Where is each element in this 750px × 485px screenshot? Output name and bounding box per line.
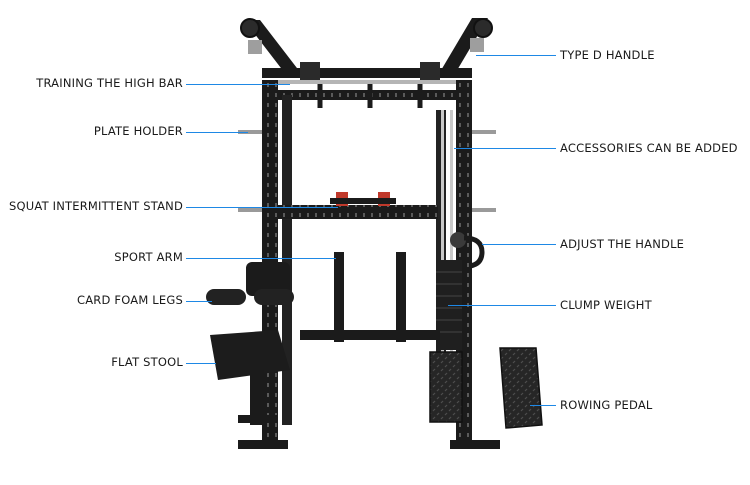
leader-line-card-foam-legs xyxy=(186,301,212,302)
label-rowing-pedal: ROWING PEDAL xyxy=(560,398,653,412)
foam-legs xyxy=(206,262,294,305)
label-flat-stool: FLAT STOOL xyxy=(111,355,183,369)
label-adjust-the-handle: ADJUST THE HANDLE xyxy=(560,237,685,251)
leader-line-flat-stool xyxy=(186,363,216,364)
flat-stool xyxy=(210,330,290,425)
leader-line-plate-holder xyxy=(186,132,248,133)
leader-line-rowing-pedal xyxy=(530,405,556,406)
squat-stand xyxy=(278,192,438,219)
rowing-pedals xyxy=(429,347,543,429)
label-plate-holder: PLATE HOLDER xyxy=(93,124,183,138)
adjust-handle xyxy=(450,232,485,269)
label-clump-weight: CLUMP WEIGHT xyxy=(560,298,652,312)
label-type-d-handle: TYPE D HANDLE xyxy=(560,48,655,62)
leader-line-accessories-can-be-added xyxy=(454,148,556,149)
leader-line-squat-intermittent-stand xyxy=(186,207,338,208)
leader-line-type-d-handle xyxy=(476,55,556,56)
plate-holders xyxy=(238,130,496,212)
base-feet xyxy=(238,440,500,449)
leader-line-adjust-the-handle xyxy=(482,244,556,245)
label-training-the-high-bar: TRAINING THE HIGH BAR xyxy=(36,76,183,90)
label-card-foam-legs: CARD FOAM LEGS xyxy=(77,293,183,307)
top-pulleys xyxy=(240,18,493,54)
label-sport-arm: SPORT ARM xyxy=(114,250,183,264)
cable-column xyxy=(441,110,453,360)
label-squat-intermittent-stand: SQUAT INTERMITTENT STAND xyxy=(9,199,183,213)
sport-arm xyxy=(300,252,440,342)
leader-line-clump-weight xyxy=(448,305,556,306)
label-accessories-can-be-added: ACCESSORIES CAN BE ADDED xyxy=(560,141,738,155)
top-frame xyxy=(244,18,488,100)
leader-line-training-the-high-bar xyxy=(186,84,290,85)
leader-line-sport-arm xyxy=(186,258,336,259)
